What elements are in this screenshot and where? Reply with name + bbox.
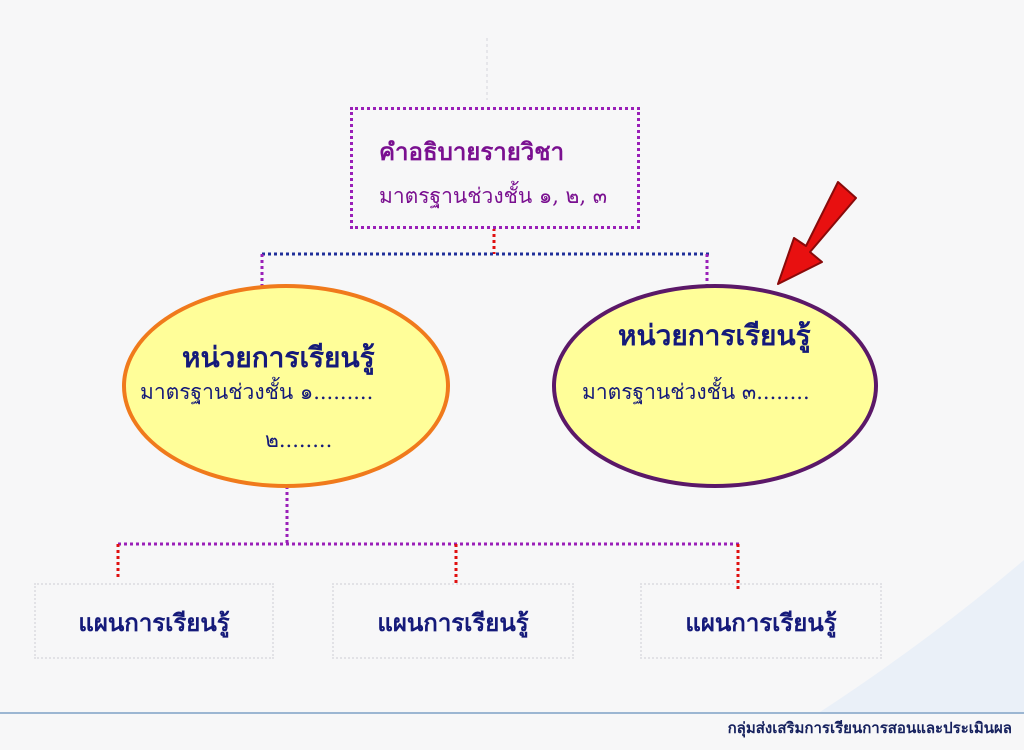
lesson-plan-2: แผนการเรียนรู้ bbox=[332, 583, 574, 659]
learning-unit-left-standard-line1: มาตรฐานช่วงชั้น ๑......... bbox=[140, 380, 374, 404]
lesson-plan-3: แผนการเรียนรู้ bbox=[640, 583, 882, 659]
learning-unit-left bbox=[122, 284, 450, 488]
course-description-subtitle: มาตรฐานช่วงชั้น ๑, ๒, ๓ bbox=[379, 184, 608, 208]
course-description-title: คำอธิบายรายวิชา bbox=[379, 137, 565, 166]
learning-unit-left-standard-line2: ๒........ bbox=[265, 428, 333, 452]
learning-unit-left-title: หน่วยการเรียนรู้ bbox=[182, 341, 375, 374]
footer-wave bbox=[820, 560, 1024, 712]
footer-organization-name: กลุ่มส่งเสริมการเรียนการสอนและประเมินผล bbox=[727, 719, 1012, 737]
learning-unit-right-title: หน่วยการเรียนรู้ bbox=[618, 319, 811, 352]
course-description-box: คำอธิบายรายวิชา มาตรฐานช่วงชั้น ๑, ๒, ๓ bbox=[350, 107, 640, 229]
red-arrow-icon bbox=[777, 181, 857, 285]
lesson-plan-1: แผนการเรียนรู้ bbox=[34, 583, 274, 659]
learning-unit-right-standard-line1: มาตรฐานช่วงชั้น ๓........ bbox=[582, 380, 810, 404]
learning-unit-right bbox=[552, 284, 878, 488]
footer-divider bbox=[0, 712, 1024, 714]
